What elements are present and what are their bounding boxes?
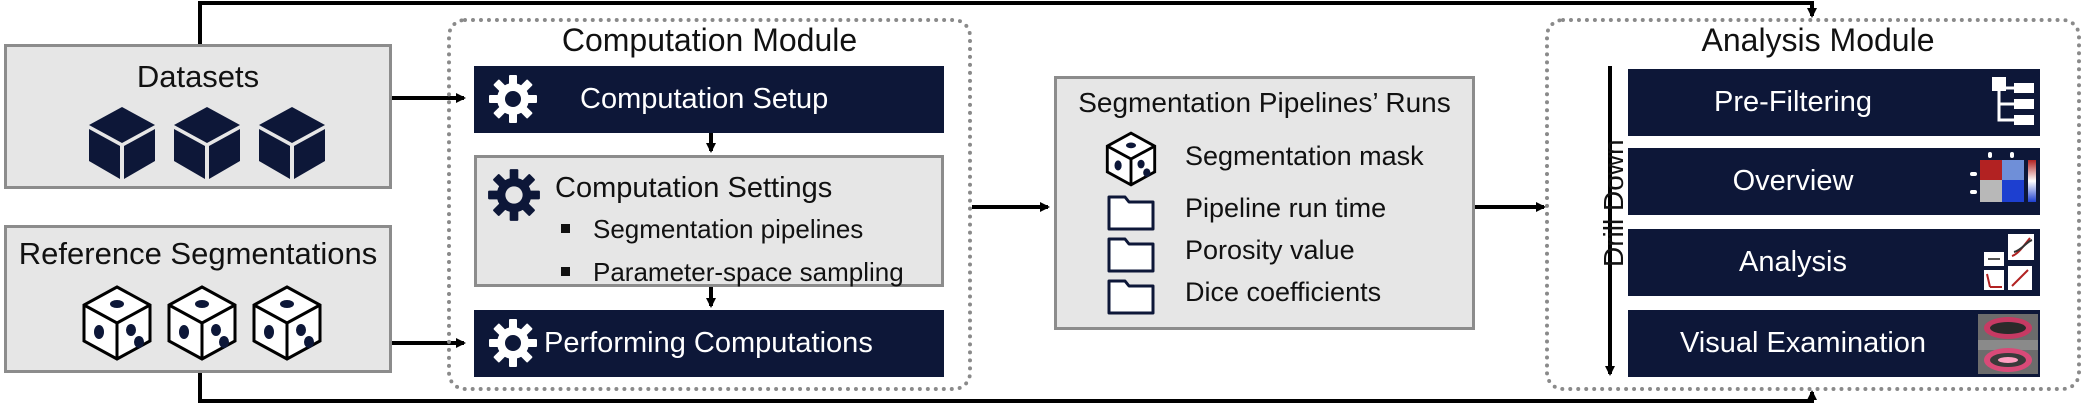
- view-analysis[interactable]: Analysis: [1628, 229, 2040, 296]
- heatmap-icon: [1970, 152, 2036, 202]
- folder-icon: [1107, 237, 1155, 273]
- analysis-module: [1545, 18, 2081, 391]
- analysis-module-title: Analysis Module: [1701, 22, 1935, 58]
- view-visual-examination[interactable]: Visual Examination: [1628, 310, 2040, 377]
- cube-icon: [174, 107, 240, 179]
- computation-setup-label: Computation Setup: [580, 83, 829, 115]
- segmentation-cube-icon: [1105, 131, 1157, 187]
- tree-filter-icon: [1992, 77, 2034, 125]
- computation-settings-list: Segmentation pipelines Parameter-space s…: [555, 214, 904, 300]
- view-label: Analysis: [1739, 246, 1847, 278]
- runs-item-label: Dice coefficients: [1185, 277, 1382, 307]
- gear-icon: [489, 319, 537, 367]
- scatter-plots-icon: [1984, 234, 2034, 290]
- view-pre-filtering[interactable]: Pre-Filtering: [1628, 69, 2040, 136]
- cube-icon: [89, 107, 155, 179]
- cube-icon: [259, 107, 325, 179]
- folder-icon: [1107, 195, 1155, 231]
- reference-title: Reference Segmentations: [18, 236, 378, 271]
- computation-setup-box: Computation Setup: [474, 66, 944, 133]
- view-overview[interactable]: Overview: [1628, 148, 2040, 215]
- computation-module: [447, 18, 972, 391]
- view-label: Visual Examination: [1679, 327, 1927, 359]
- segmentation-cube-icon: [82, 285, 152, 361]
- view-label: Pre-Filtering: [1714, 86, 1872, 118]
- pipeline-runs-title: Segmentation Pipelines’ Runs: [1078, 87, 1451, 118]
- performing-computations-label: Performing Computations: [544, 327, 873, 359]
- segmentation-cube-icon: [167, 285, 237, 361]
- datasets-title: Datasets: [136, 59, 260, 94]
- gear-icon: [489, 75, 537, 123]
- pipeline-runs-box: Segmentation Pipelines’ Runs Segmentatio…: [1054, 76, 1475, 330]
- segmentation-cube-icon: [252, 285, 322, 361]
- computation-module-title: Computation Module: [561, 22, 858, 58]
- image-thumbnail-icon: [1978, 314, 2038, 374]
- runs-item-label: Segmentation mask: [1185, 141, 1424, 171]
- computation-settings-box: Computation Settings Segmentation pipeli…: [474, 155, 944, 287]
- drill-down-label: Drill Down: [1598, 139, 1629, 267]
- list-item: Parameter-space sampling: [555, 257, 904, 288]
- runs-item-label: Pipeline run time: [1185, 193, 1387, 223]
- datasets-box: Datasets: [4, 44, 392, 189]
- top-loop-arrow: [198, 1, 1817, 44]
- computation-settings-title: Computation Settings: [555, 172, 833, 204]
- reference-segmentations-box: Reference Segmentations: [4, 225, 392, 373]
- gear-icon: [488, 169, 540, 221]
- view-label: Overview: [1732, 165, 1854, 197]
- folder-icon: [1107, 279, 1155, 315]
- performing-computations-box: Performing Computations: [474, 310, 944, 377]
- list-item: Segmentation pipelines: [555, 214, 904, 245]
- runs-item-label: Porosity value: [1185, 235, 1355, 265]
